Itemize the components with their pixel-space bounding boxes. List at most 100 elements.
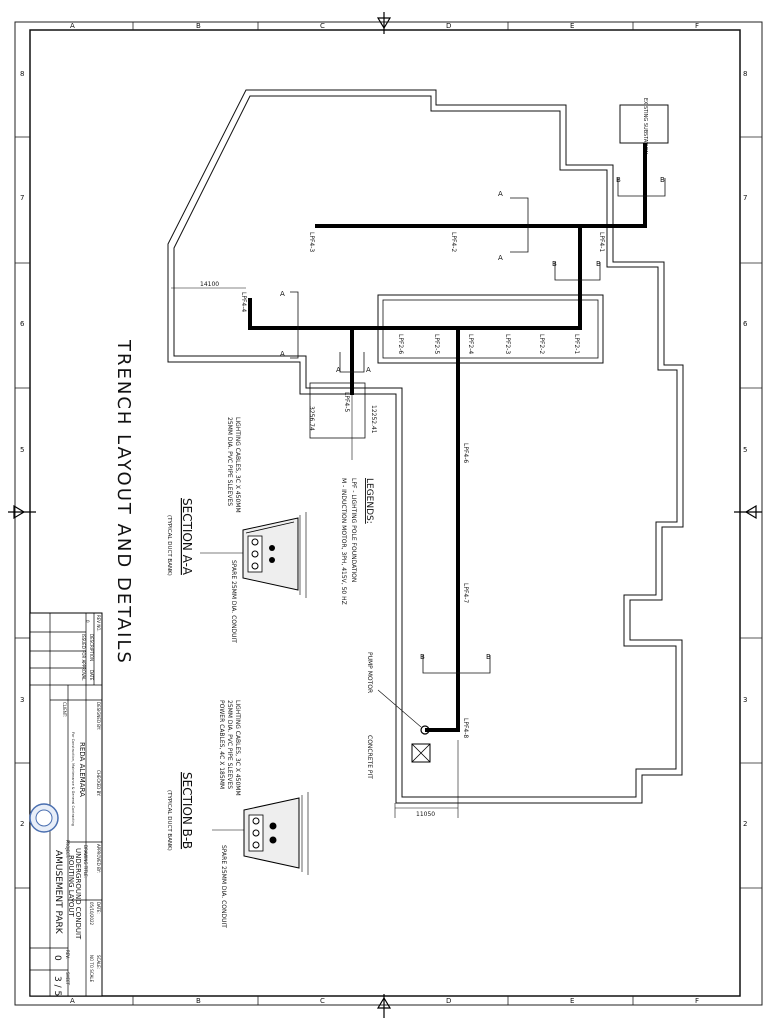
pole-label: LPF2-2 — [538, 334, 545, 354]
grid-letter: C — [320, 22, 325, 30]
pump-motor-leader — [377, 689, 422, 728]
grid-number: 8 — [20, 70, 24, 78]
tb-rev-row: 0 — [85, 620, 90, 623]
title-block — [29, 612, 103, 997]
grid-number: 8 — [743, 70, 747, 78]
pole-label: LPF4-6 — [462, 443, 469, 463]
dimension-label: 11050 — [416, 811, 435, 818]
section-letter: B — [420, 653, 425, 661]
drawing-title: TRENCH LAYOUT AND DETAILS — [113, 339, 134, 665]
site-boundary — [167, 89, 684, 804]
tb-rev-header: REV NO. — [96, 615, 101, 632]
tb-date-value: 05/10/2022 — [89, 902, 94, 926]
grid-letter: B — [196, 997, 201, 1005]
existing-substation — [619, 104, 669, 144]
tb-designed-by: DESIGNED BY: — [96, 702, 101, 730]
dimension-label: 14100 — [200, 281, 219, 288]
pole-label: LPF2-1 — [573, 334, 580, 354]
centering-marks — [8, 12, 762, 1018]
cable-routes — [248, 143, 647, 732]
tb-scale-value: NO TO SCALE — [89, 955, 94, 983]
tb-drawing-title-1: UNDERGROUND CONDUIT — [74, 848, 82, 940]
tb-desc-row: ISSUED FOR APPROVAL — [81, 634, 86, 681]
grid-number: 7 — [20, 194, 24, 202]
pole-label: LPF4-3 — [308, 232, 315, 252]
concrete-pit — [411, 743, 431, 763]
section-bb-detail — [212, 792, 309, 875]
grid-number: 3 — [743, 696, 747, 704]
grid-letter: C — [320, 997, 325, 1005]
lpf4-labels: LPF4-1 LPF4-2 LPF4-3 LPF4-4 LPF4-5 LPF4-… — [240, 232, 605, 738]
tb-sheet-value: 3 / 5 — [52, 976, 62, 996]
grid-number: 7 — [743, 194, 747, 202]
grid-number: 5 — [20, 446, 24, 454]
callout-text: SPARE 25MM DIA. CONDUIT — [230, 560, 237, 643]
section-aa-detail — [200, 512, 307, 598]
tb-project-label: PROJECT: — [65, 840, 70, 858]
dimension-label: 12252.41 — [370, 405, 377, 434]
grid-letter: B — [196, 22, 201, 30]
dimension-label: 3256.74 — [308, 406, 315, 431]
tb-drawing-title-2: ROUTING LAYOUT — [67, 855, 75, 918]
grid-letter: E — [570, 22, 574, 30]
grid-letter: A — [70, 997, 75, 1005]
grid-letter: F — [695, 22, 699, 30]
grid-letter: D — [446, 22, 451, 30]
grid-letter: E — [570, 997, 574, 1005]
concrete-pit-cross — [411, 743, 431, 763]
section-letter: A — [280, 290, 285, 298]
pole-label: LPF2-3 — [504, 334, 511, 354]
section-letter: B — [596, 260, 601, 268]
grid-number: 2 — [743, 820, 747, 828]
grid-numbers-left: 8 7 6 5 3 2 — [20, 70, 25, 828]
title-block-text: REV NO. DESCRIPTION DATE 0 ISSUED FOR AP… — [62, 615, 101, 986]
tb-date-label: DATE: — [96, 902, 101, 914]
section-letter: A — [336, 366, 341, 374]
pole-label: LPF2-4 — [467, 334, 474, 354]
pole-label: LPF2-6 — [397, 334, 404, 354]
section-letter: B — [552, 260, 557, 268]
lpf2-labels: LPF2-1 LPF2-2 LPF2-3 LPF2-4 LPF2-5 LPF2-… — [397, 334, 580, 354]
pole-label: LPF4-2 — [450, 232, 457, 252]
legends: LEGENDS: LPF - LIGHTING POLE FOUNDATION … — [340, 478, 374, 605]
section-aa-subtitle: (TYPICAL DUCT BANK) — [166, 515, 172, 576]
section-letter: B — [616, 176, 621, 184]
tb-checked-by: CHECKED BY: — [96, 770, 101, 796]
tb-project: AMUSEMENT PARK — [53, 850, 63, 935]
callout-text: SPARE 25MM DIA. CONDUIT — [220, 845, 227, 928]
dimensions: 14100 12252.41 3256.74 11050 — [171, 281, 459, 818]
pole-label: LPF2-5 — [433, 334, 440, 354]
pole-label: LPF4-5 — [343, 392, 350, 412]
tb-scale-label: SCALE: — [96, 955, 101, 969]
callout-text: 25MM DIA. PVC PIPE SLEEVES — [226, 417, 233, 506]
legend-item: M - INDUCTION MOTOR, 3PH, 415V, 50 HZ — [340, 478, 347, 605]
section-letter: B — [486, 653, 491, 661]
tb-company-sub: For Construction, Maintenance & General … — [71, 732, 75, 826]
tb-client-label: CLIENT: — [62, 702, 67, 717]
grid-number: 2 — [20, 820, 24, 828]
grid-number: 5 — [743, 446, 747, 454]
tb-approved-by: APPROVED BY: — [96, 844, 101, 873]
company-seal-inner — [35, 809, 53, 827]
grid-number: 6 — [20, 320, 25, 328]
pole-label: LPF4-7 — [462, 583, 469, 603]
tb-desc-header: DESCRIPTION — [89, 634, 94, 661]
section-bb-title: SECTION B-B — [180, 772, 194, 849]
grid-numbers-right: 8 7 6 5 3 2 — [743, 70, 748, 828]
tb-sheet-label: SHEET — [65, 972, 70, 986]
tb-drawing-title-label: DRAWING TITLE: — [83, 845, 88, 878]
section-letters: A A A A A A B B B B B B — [280, 176, 665, 661]
callout-text: LIGHTING CABLES, 3C X 450MM — [234, 417, 241, 513]
pole-label: LPF4-8 — [462, 718, 469, 738]
pump-motor-label: PUMP MOTOR — [366, 652, 373, 693]
grid-letter: A — [70, 22, 75, 30]
inner-border — [29, 29, 741, 997]
tb-date-header: DATE — [89, 670, 94, 681]
section-letter: A — [366, 366, 371, 374]
grid-letter: D — [446, 997, 451, 1005]
legends-title: LEGENDS: — [364, 478, 374, 524]
legend-item: LPF - LIGHTING POLE FOUNDATION — [350, 478, 357, 582]
grid-letters-top: A B C D E F — [70, 22, 699, 30]
